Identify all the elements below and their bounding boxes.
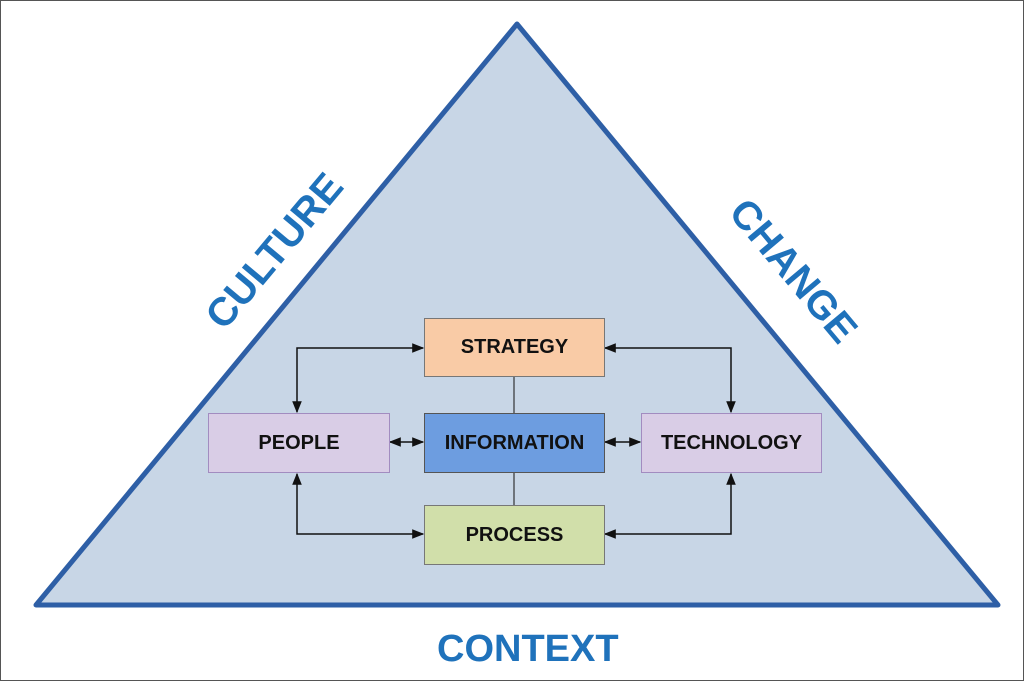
arrow-technology-process <box>603 472 736 539</box>
label-context: CONTEXT <box>437 628 619 670</box>
arrow-people-strategy <box>292 343 425 414</box>
node-information: INFORMATION <box>424 413 605 473</box>
node-technology: TECHNOLOGY <box>641 413 822 473</box>
node-strategy: STRATEGY <box>424 318 605 377</box>
node-process: PROCESS <box>424 505 605 565</box>
arrow-people-process <box>292 472 425 539</box>
node-people: PEOPLE <box>208 413 390 473</box>
arrow-technology-strategy <box>603 343 736 414</box>
